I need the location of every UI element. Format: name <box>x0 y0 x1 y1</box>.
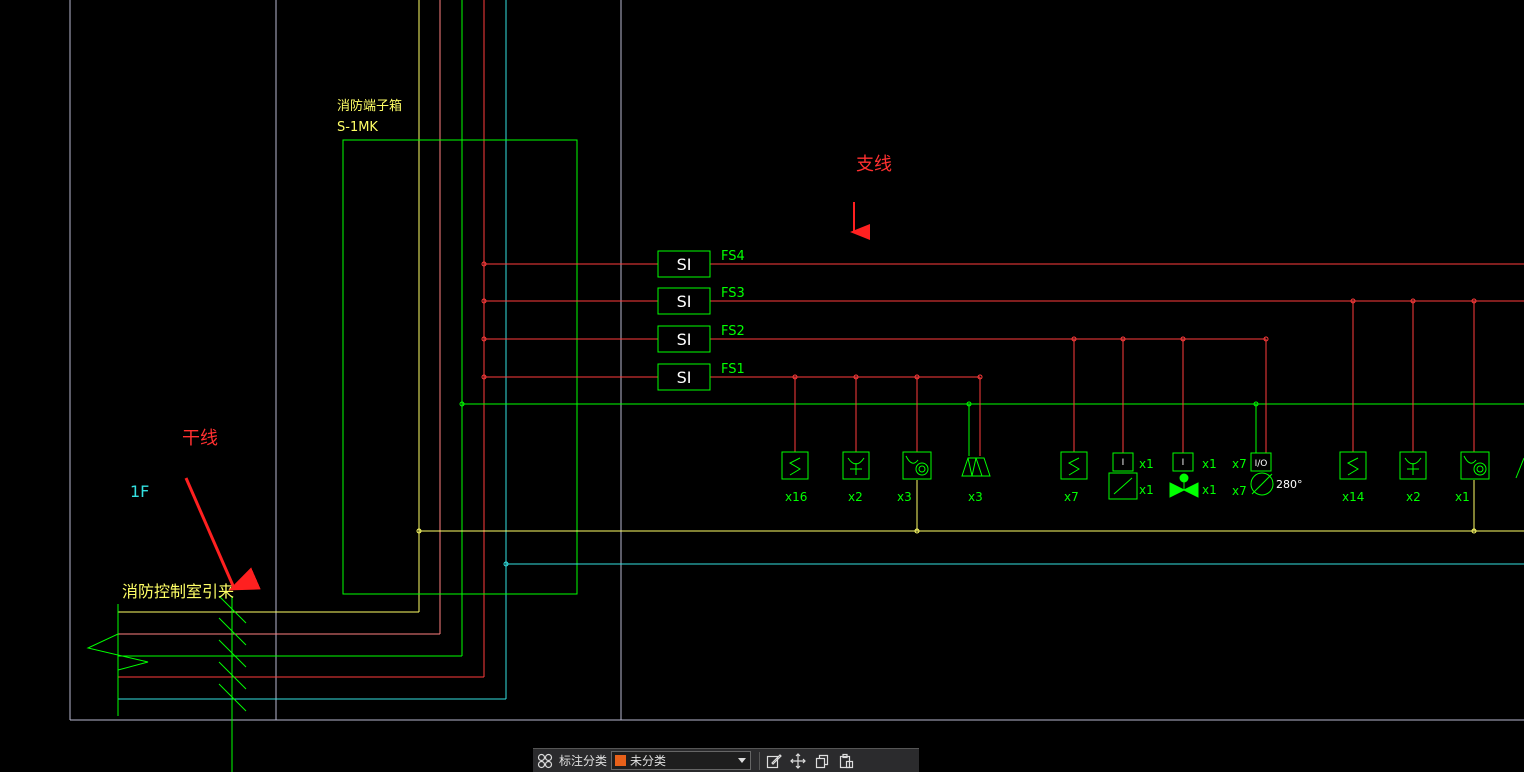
junction-dots <box>416 261 1477 567</box>
move-icon[interactable] <box>786 750 810 772</box>
trunk-lines <box>86 595 506 772</box>
isolator-modules[interactable] <box>657 250 711 391</box>
count-fs1-smoke: x16 <box>785 490 807 504</box>
horizontal-buses <box>419 403 1524 565</box>
branch-label-fs3: FS3 <box>721 286 745 301</box>
smoke-detector-icon[interactable] <box>1060 451 1088 480</box>
module-glyphs: I I I/O <box>1122 458 1268 469</box>
power-ties <box>968 404 1257 456</box>
category-value: 未分类 <box>630 754 667 768</box>
broadcast-ties <box>916 480 1475 531</box>
count-fs2-smoke: x7 <box>1064 490 1079 504</box>
floor-label: 1F <box>130 482 149 501</box>
branch-label-fs2: FS2 <box>721 324 745 339</box>
copy-icon[interactable] <box>810 750 834 772</box>
smoke-heat-combo-icon[interactable] <box>902 451 932 480</box>
isolator-label-fs2: SI <box>677 330 692 349</box>
arrow-trunk-icon <box>184 477 261 591</box>
count-fs1-bell: x3 <box>968 490 983 504</box>
count-fs1-heat: x2 <box>848 490 863 504</box>
toolbar-separator <box>759 751 761 770</box>
grid-icon[interactable] <box>533 750 557 772</box>
isolator-label-fs1: SI <box>677 368 692 387</box>
smoke-detector-icon[interactable] <box>781 451 809 480</box>
count-fs3-combo: x1 <box>1455 490 1470 504</box>
vertical-risers <box>418 0 507 699</box>
isolator-labels: SI SI SI SI <box>677 255 692 387</box>
isolator-label-fs4: SI <box>677 255 692 274</box>
branch-lines <box>484 263 1524 456</box>
category-select[interactable]: 未分类 <box>611 751 752 770</box>
edit-icon[interactable] <box>762 750 786 772</box>
branch-label-fs4: FS4 <box>721 249 745 264</box>
count-fs2-io-top: x7 <box>1232 457 1247 471</box>
heat-detector-icon[interactable] <box>842 451 870 480</box>
input-module-label: I <box>1122 458 1125 468</box>
category-label: 标注分类 <box>559 754 608 768</box>
water-flow-valve-icon[interactable] <box>1169 473 1199 498</box>
input-module-icon[interactable] <box>1108 452 1138 500</box>
count-fs2-io-bot: x7 <box>1232 484 1247 498</box>
cabinet-label: 消防端子箱 <box>337 98 402 114</box>
input-module-label: I <box>1182 458 1185 468</box>
chevron-down-icon <box>738 758 747 763</box>
smoke-heat-combo-icon[interactable] <box>1460 451 1490 480</box>
branch-label-fs1: FS1 <box>721 362 745 377</box>
annotation-toolbar: 标注分类 未分类 <box>533 748 919 772</box>
paste-icon[interactable] <box>834 750 858 772</box>
device-count-labels: x16 x2 x3 x3 x7 x1 x1 x1 x1 x7 x7 x14 x2… <box>785 457 1470 504</box>
heat-detector-icon[interactable] <box>1399 451 1427 480</box>
isolator-label-fs3: SI <box>677 292 692 311</box>
count-fs2-input-top: x1 <box>1139 457 1154 471</box>
source-label: 消防控制室引来 <box>122 582 234 601</box>
drawing-frame <box>69 0 1524 721</box>
io-module-label: I/O <box>1255 459 1268 469</box>
input-module-icon[interactable] <box>1172 452 1194 472</box>
alarm-bell-icon[interactable] <box>961 457 991 477</box>
terminal-cabinet-box[interactable] <box>342 139 578 595</box>
damper-temperature: 280° <box>1276 478 1303 491</box>
manual-call-point-icon[interactable] <box>1515 457 1524 479</box>
annotation-branch: 支线 <box>856 154 892 175</box>
count-fs3-smoke: x14 <box>1342 490 1364 504</box>
smoke-detector-icon[interactable] <box>1339 451 1367 480</box>
category-color-swatch <box>615 755 627 766</box>
count-fs3-heat: x2 <box>1406 490 1421 504</box>
count-fs1-combo: x3 <box>897 490 912 504</box>
count-fs2-input-bot: x1 <box>1139 483 1154 497</box>
io-module-icon[interactable] <box>1250 452 1272 472</box>
branch-labels: FS4 FS3 FS2 FS1 <box>721 249 745 377</box>
count-fs2-valve-bot: x1 <box>1202 483 1217 497</box>
fire-damper-icon[interactable] <box>1250 472 1274 496</box>
cabinet-code: S-1MK <box>337 120 378 135</box>
count-fs2-valve-top: x1 <box>1202 457 1217 471</box>
annotation-trunk: 干线 <box>182 428 218 449</box>
